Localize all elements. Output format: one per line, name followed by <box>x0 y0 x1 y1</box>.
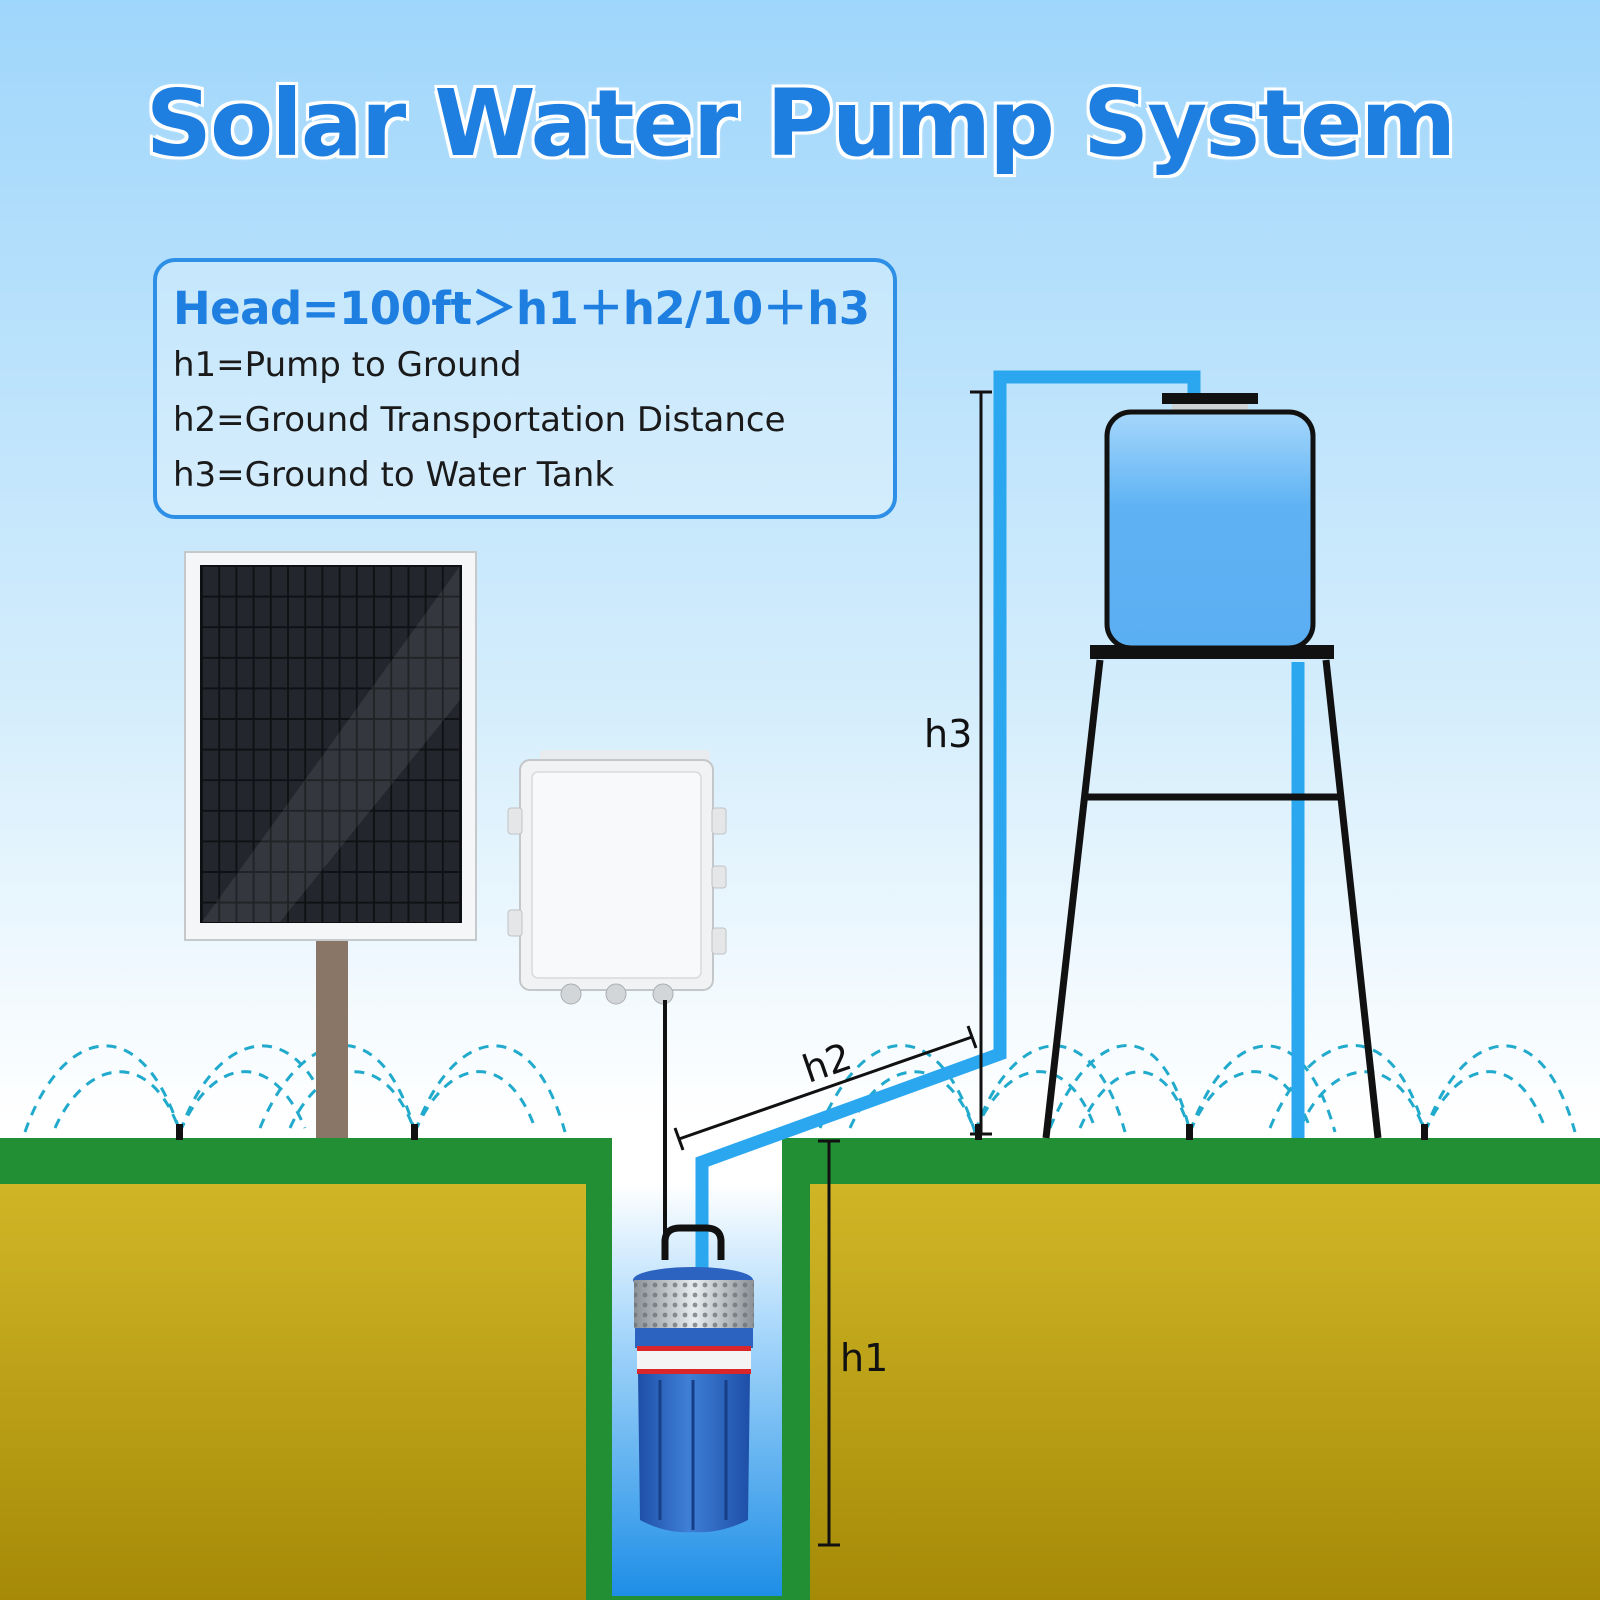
water-tank <box>1104 393 1316 651</box>
label-h1: h1 <box>840 1336 889 1380</box>
formula-box: Head=100ft＞h1＋h2/10＋h3 h1=Pump to Ground… <box>153 258 897 519</box>
water-tower <box>1042 659 1382 1139</box>
ground <box>0 1138 1600 1600</box>
definition-h3: h3=Ground to Water Tank <box>173 455 615 495</box>
definition-h1: h1=Pump to Ground <box>173 345 522 385</box>
sprinkler-heads <box>176 1124 1428 1140</box>
submersible-pump <box>633 1224 754 1533</box>
label-h3: h3 <box>924 712 973 756</box>
sprinkler-spray <box>23 1044 1577 1133</box>
formula-head: Head=100ft＞h1＋h2/10＋h3 <box>173 282 870 335</box>
page-title: Solar Water Pump System <box>145 70 1456 177</box>
dimension-h2 <box>673 1025 978 1151</box>
dimension-h3 <box>970 390 992 1136</box>
definition-h2: h2=Ground Transportation Distance <box>173 400 786 440</box>
solar-panel <box>184 551 477 1138</box>
controller-box <box>507 750 727 1005</box>
water-pipe <box>695 370 1201 1268</box>
dimension-h1 <box>818 1139 840 1547</box>
